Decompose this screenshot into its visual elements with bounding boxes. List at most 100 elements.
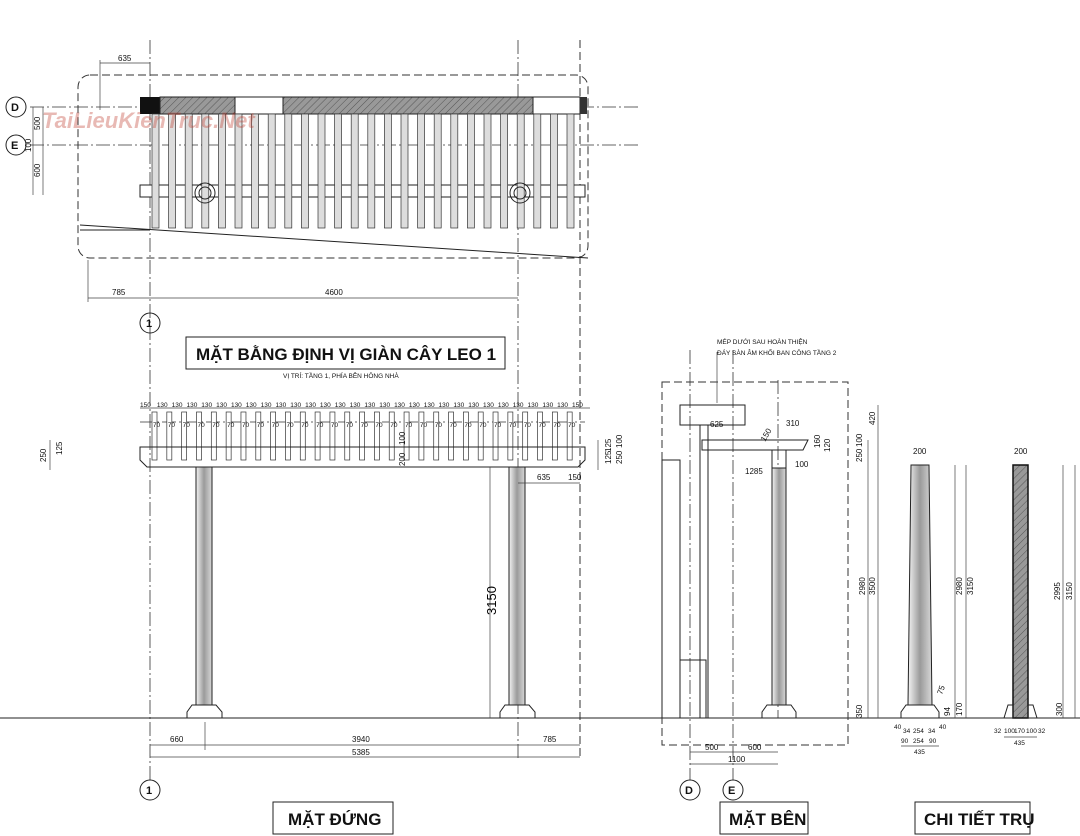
dim-text: 785 <box>112 288 126 297</box>
elev-slat <box>196 411 202 461</box>
svg-text:1: 1 <box>146 318 152 330</box>
front-elevation-title: MẶT ĐỨNG <box>288 810 381 829</box>
slat-spacing-label: 130 <box>231 402 242 409</box>
slat-width-label: 70 <box>479 422 487 429</box>
slat-spacing-label: 130 <box>275 402 286 409</box>
dim-text: 100 <box>795 460 809 469</box>
elev-slat <box>225 411 232 461</box>
elev-slat <box>270 411 276 461</box>
plan-slat <box>234 113 243 229</box>
svg-text:D: D <box>11 102 19 114</box>
elev-slat <box>463 411 469 461</box>
slat-width-label: 70 <box>168 422 176 429</box>
plan-slat <box>467 113 475 229</box>
slat-width-label: 70 <box>361 422 369 429</box>
front-column <box>508 466 526 706</box>
dim-text: 100 <box>24 138 33 152</box>
slat-width-label: 70 <box>346 422 354 429</box>
dim-text: 125 <box>604 438 613 452</box>
axis-bubble-1: 1 <box>139 312 161 334</box>
dim-text: 100 <box>855 433 864 447</box>
plan-slat <box>400 113 409 229</box>
dim-text: 1100 <box>728 755 746 764</box>
slat-spacing-label: 130 <box>453 402 464 409</box>
dim-text: 250 <box>615 450 624 464</box>
svg-text:3150: 3150 <box>1065 582 1074 600</box>
slat-width-label: 70 <box>197 422 205 429</box>
svg-text:34: 34 <box>903 728 911 735</box>
dim-text: 660 <box>170 735 184 744</box>
slat-spacing-label: 130 <box>498 402 509 409</box>
slat-width-label: 70 <box>257 422 265 429</box>
svg-text:1: 1 <box>146 785 152 797</box>
slat-spacing-label: 130 <box>379 402 390 409</box>
elev-slat <box>374 411 380 461</box>
slat-spacing-label: 130 <box>172 402 183 409</box>
slat-spacing-label: 130 <box>261 402 272 409</box>
elev-slat <box>285 411 291 461</box>
plan-slat <box>433 113 442 229</box>
dim-text: 350 <box>855 704 864 718</box>
dim-text: 100 <box>398 431 407 445</box>
slat-spacing-label: 130 <box>186 402 197 409</box>
dim-text: 3500 <box>868 577 877 595</box>
svg-text:75: 75 <box>935 684 947 696</box>
elev-slat <box>492 411 499 461</box>
slat-width-label: 70 <box>301 422 309 429</box>
dim-text: 250 <box>855 448 864 462</box>
slat-width-label: 70 <box>524 422 532 429</box>
dim-text: 500 <box>33 116 42 130</box>
svg-text:3150: 3150 <box>966 577 975 595</box>
slat-spacing-label: 130 <box>557 402 568 409</box>
svg-text:300: 300 <box>1055 702 1064 716</box>
dim-text: 250 <box>39 448 48 462</box>
slat-spacing-label: 130 <box>542 402 553 409</box>
slat-spacing-label: 150 <box>572 402 583 409</box>
slat-width-label: 70 <box>375 422 383 429</box>
elev-slat <box>433 411 440 461</box>
dim-text: 310 <box>786 419 800 428</box>
elev-slat <box>181 411 188 461</box>
svg-text:435: 435 <box>1014 740 1025 747</box>
svg-text:90: 90 <box>929 738 937 745</box>
slat-width-label: 70 <box>316 422 324 429</box>
svg-text:D: D <box>685 785 693 797</box>
svg-text:E: E <box>11 140 18 152</box>
plan-slat <box>367 113 376 229</box>
plan-slat <box>516 113 525 229</box>
dim-text: 125 <box>604 450 613 464</box>
plan-slat <box>500 113 508 229</box>
dim-text: 500 <box>705 743 719 752</box>
elev-slat <box>403 411 410 461</box>
dim-text: 4600 <box>325 288 343 297</box>
elev-slat <box>359 411 365 461</box>
slat-spacing-label: 130 <box>320 402 331 409</box>
dim-text: 2980 <box>858 577 867 595</box>
slat-spacing-label: 130 <box>468 402 479 409</box>
column-detail-title: CHI TIẾT TRỤ <box>924 810 1035 829</box>
plan-slat <box>566 113 575 229</box>
plan-slat <box>201 113 210 229</box>
svg-text:170: 170 <box>1014 728 1025 735</box>
svg-text:170: 170 <box>955 702 964 716</box>
dim-text: 625 <box>710 420 724 429</box>
plan-slat <box>218 113 226 229</box>
elev-slat <box>329 411 336 461</box>
elev-slat <box>448 411 454 461</box>
svg-text:32: 32 <box>1038 728 1046 735</box>
dim-text: 635 <box>118 54 132 63</box>
plan-view: 635 500 100 600 785 4600 TaiLieuKienTruc… <box>24 54 589 302</box>
slat-width-label: 70 <box>509 422 517 429</box>
plan-slat <box>284 113 293 229</box>
plan-slat <box>350 113 359 229</box>
dim-text: 420 <box>868 411 877 425</box>
slat-width-label: 70 <box>183 422 191 429</box>
slat-width-label: 70 <box>553 422 561 429</box>
plan-slat <box>251 113 259 229</box>
slat-spacing-label: 130 <box>394 402 405 409</box>
elev-slat <box>507 411 514 461</box>
slat-spacing-label: 130 <box>305 402 316 409</box>
plan-slat <box>168 113 176 229</box>
